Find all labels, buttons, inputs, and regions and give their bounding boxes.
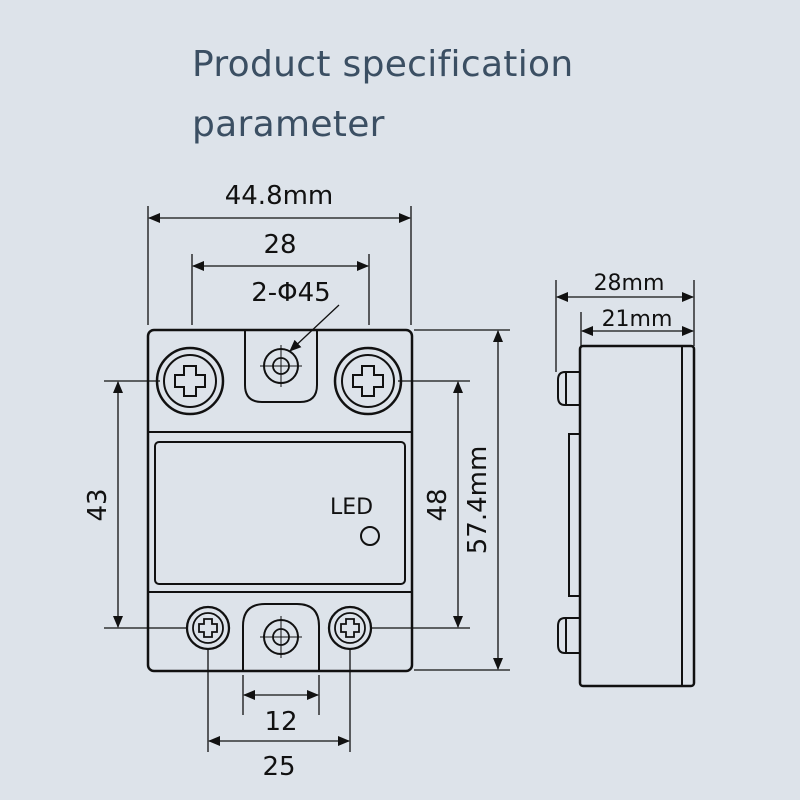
side-terminal-bottom-icon [557, 617, 580, 654]
title-line-1: Product specification [192, 44, 574, 85]
led-indicator-icon [360, 526, 380, 546]
led-label: LED [330, 495, 373, 520]
label-bottom-terminal: 12 [264, 707, 297, 737]
label-hole-spacing-top: 28 [263, 230, 296, 260]
front-view [146, 328, 414, 673]
label-window-height: 48 [423, 488, 453, 521]
relay-body-outline [146, 328, 414, 673]
label-mount-hole: 2-Φ45 [251, 278, 330, 308]
top-mount-tab [244, 330, 318, 403]
label-outer-depth: 28mm [594, 271, 665, 296]
label-overall-height: 57.4mm [463, 446, 493, 555]
label-terminal-vertical: 43 [83, 488, 113, 521]
side-dimension-lines [555, 280, 695, 372]
side-view [557, 344, 696, 688]
screw-top-right-icon [333, 346, 403, 416]
side-body-outline [578, 344, 696, 688]
top-mount-hole-icon [260, 345, 302, 387]
screw-bottom-right-icon [327, 605, 373, 651]
bottom-mount-hole-icon [260, 616, 302, 658]
side-base-tab [568, 433, 580, 597]
label-overall-width: 44.8mm [225, 181, 334, 211]
side-terminal-top-icon [557, 371, 580, 406]
mount-hole-leader [289, 304, 340, 352]
label-window [154, 441, 406, 585]
screw-bottom-left-icon [185, 605, 231, 651]
label-inner-depth: 21mm [602, 307, 673, 332]
title-line-2: parameter [192, 104, 385, 145]
screw-top-left-icon [155, 346, 225, 416]
front-dimension-lines [104, 206, 510, 752]
bottom-mount-tab [242, 603, 320, 671]
label-bottom-overall: 25 [262, 752, 295, 782]
